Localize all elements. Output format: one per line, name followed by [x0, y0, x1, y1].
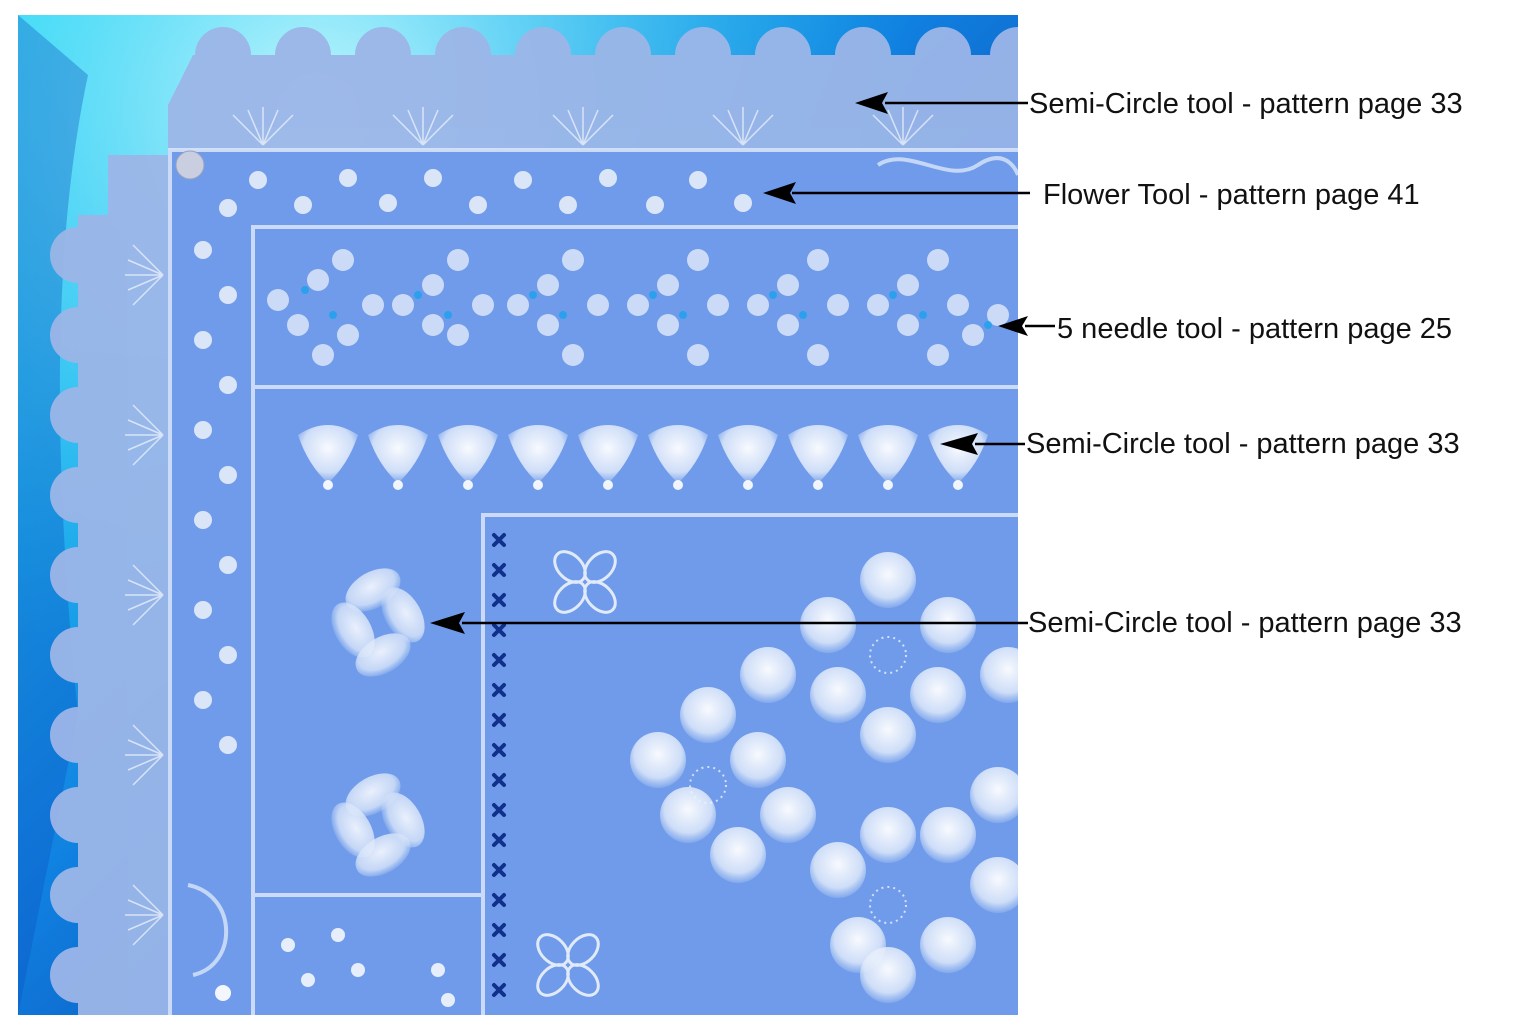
flower-row: [194, 169, 752, 754]
annotation-label-flower-tool: Flower Tool - pattern page 41: [1043, 179, 1420, 211]
annotation-label-semicircle-lace: Semi-Circle tool - pattern page 33: [1029, 88, 1463, 120]
lattice-band: [267, 249, 1009, 366]
petal-flowers: [536, 550, 617, 997]
annotation-label-semicircle-pinwheel: Semi-Circle tool - pattern page 33: [1028, 607, 1462, 639]
diamond-puff-motif: [630, 552, 1018, 1003]
parchment-craft-photo: [18, 15, 1018, 1015]
pinwheel-motif: [331, 568, 425, 877]
card-illustration: [18, 15, 1018, 1015]
cross-stitch-column: [492, 533, 506, 997]
annotation-label-5-needle-tool: 5 needle tool - pattern page 25: [1057, 313, 1453, 345]
annotation-label-semicircle-shells: Semi-Circle tool - pattern page 33: [1026, 428, 1460, 460]
